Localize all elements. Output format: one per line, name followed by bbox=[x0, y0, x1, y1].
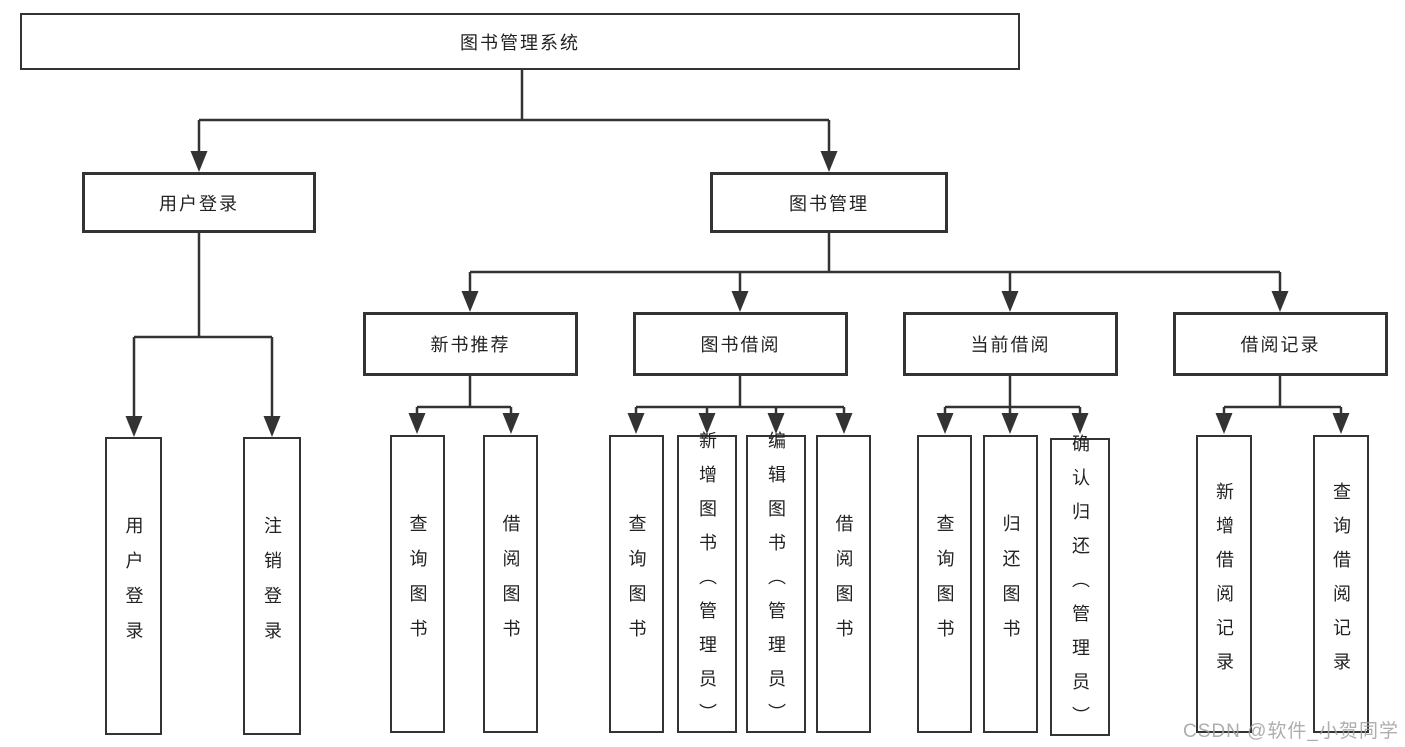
node-return-books: 归还图书 bbox=[983, 435, 1038, 733]
node-user-login: 用户登录 bbox=[82, 172, 316, 233]
node-current-borrow: 当前借阅 bbox=[903, 312, 1118, 376]
node-book-borrow: 图书借阅 bbox=[633, 312, 848, 376]
node-library-system: 图书管理系统 bbox=[20, 13, 1020, 70]
node-confirm-return-admin: 确认归还（管理员） bbox=[1050, 434, 1110, 740]
node-add-borrow-record: 新增借阅记录 bbox=[1196, 435, 1252, 733]
node-edit-books-admin: 编辑图书（管理员） bbox=[746, 431, 806, 737]
node-login: 用户登录 bbox=[105, 437, 162, 735]
node-query-books-current: 查询图书 bbox=[917, 435, 972, 733]
arrowheads bbox=[125, 151, 1350, 437]
node-borrow-records: 借阅记录 bbox=[1173, 312, 1388, 376]
node-book-management: 图书管理 bbox=[710, 172, 948, 233]
node-query-books-borrow: 查询图书 bbox=[609, 435, 664, 733]
node-add-books-admin: 新增图书（管理员） bbox=[677, 431, 737, 737]
node-new-book-recommend: 新书推荐 bbox=[363, 312, 578, 376]
node-query-borrow-record: 查询借阅记录 bbox=[1313, 435, 1369, 733]
node-borrow-books-recommend: 借阅图书 bbox=[483, 435, 538, 733]
node-borrow-books: 借阅图书 bbox=[816, 435, 871, 733]
node-query-books-recommend: 查询图书 bbox=[390, 435, 445, 733]
node-logout: 注销登录 bbox=[243, 437, 301, 735]
